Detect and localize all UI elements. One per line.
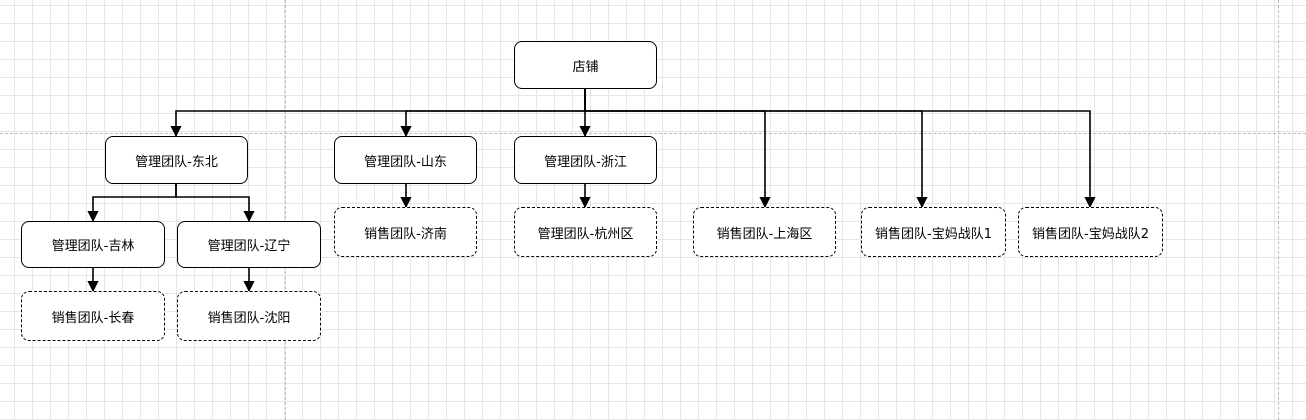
page-break-guide-vertical [1278,0,1279,420]
node-mgmt-hangzhou[interactable]: 管理团队-杭州区 [514,207,657,257]
node-sales-shanghai[interactable]: 销售团队-上海区 [693,207,836,257]
connector-northeast-liaoning [175,184,255,223]
node-label: 销售团队-长春 [51,310,135,326]
connector-root-shandong [400,89,586,138]
connector-northeast-jilin [87,184,177,223]
page-break-guide-horizontal [0,133,1306,134]
connector-root-northeast [170,89,586,138]
node-mgmt-liaoning[interactable]: 管理团队-辽宁 [177,221,321,268]
node-sales-mom-team-2[interactable]: 销售团队-宝妈战队2 [1018,207,1163,257]
node-mgmt-zhejiang[interactable]: 管理团队-浙江 [514,136,657,184]
node-sales-changchun[interactable]: 销售团队-长春 [21,291,165,341]
node-label: 管理团队-杭州区 [537,226,634,242]
page-break-guide-vertical [285,0,286,420]
node-label: 管理团队-吉林 [51,239,135,254]
connector-root-mom2 [584,89,1096,209]
node-label: 销售团队-宝妈战队2 [1032,226,1149,242]
node-sales-jinan[interactable]: 销售团队-济南 [334,207,477,257]
node-label: 销售团队-济南 [364,226,447,242]
node-sales-mom-team-1[interactable]: 销售团队-宝妈战队1 [861,207,1006,257]
node-mgmt-northeast[interactable]: 管理团队-东北 [105,136,248,184]
node-label: 店铺 [572,59,599,75]
node-label: 管理团队-浙江 [544,154,627,170]
node-mgmt-shandong[interactable]: 管理团队-山东 [334,136,477,184]
node-root-store[interactable]: 店铺 [514,41,657,89]
node-sales-shenyang[interactable]: 销售团队-沈阳 [177,291,321,341]
node-label: 销售团队-沈阳 [207,310,291,326]
node-label: 管理团队-辽宁 [207,239,291,254]
node-label: 管理团队-山东 [364,154,447,170]
node-label: 管理团队-东北 [135,154,218,170]
node-label: 销售团队-宝妈战队1 [875,226,992,242]
node-label: 销售团队-上海区 [716,226,813,242]
node-mgmt-jilin[interactable]: 管理团队-吉林 [21,221,165,268]
